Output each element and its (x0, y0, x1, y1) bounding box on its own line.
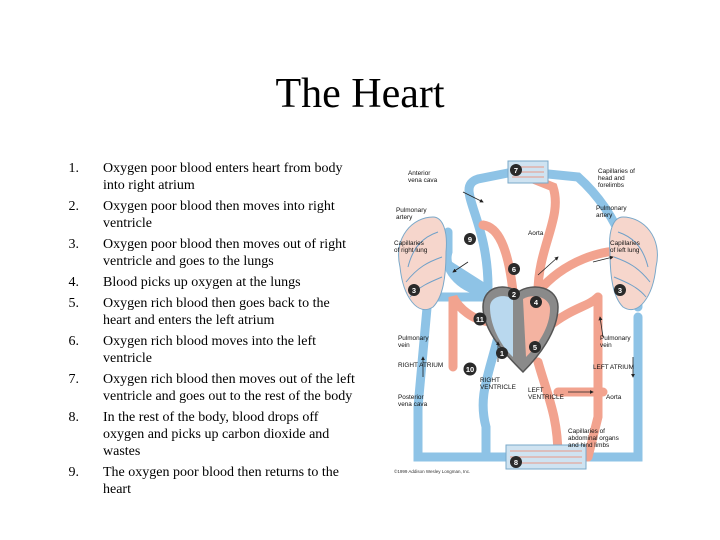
step-marker: 4 (530, 296, 542, 308)
label-anterior-vena-cava: Anterior (408, 170, 431, 177)
svg-text:3: 3 (412, 286, 416, 295)
copyright-text: ©1999 Addison Wesley Longman, Inc. (394, 468, 470, 474)
label-pulmonary-artery-left: Pulmonary (396, 207, 427, 214)
label-capillaries-head: Capillaries of (598, 168, 635, 175)
svg-text:10: 10 (466, 365, 474, 374)
left-lung-capillaries (609, 216, 658, 310)
abdominal-capillaries (505, 444, 587, 470)
label-capillaries-left-lung: Capillaries (610, 240, 640, 247)
step-text: The oxygen poor blood then returns to th… (103, 465, 340, 497)
step-text: Blood picks up oxygen at the lungs (103, 275, 301, 290)
steps-list: 1. Oxygen poor blood enters heart from bo… (55, 160, 355, 502)
step-marker: 11 (473, 312, 487, 326)
step-number: 3. (68, 237, 80, 252)
label-pulmonary-vein-right: Pulmonary (600, 335, 631, 342)
svg-text:2: 2 (512, 290, 516, 299)
step-marker: 1 (496, 347, 508, 359)
step-marker: 7 (510, 164, 522, 176)
list-item: 4. Blood picks up oxygen at the lungs (55, 274, 355, 291)
label-left-ventricle: LEFT (528, 387, 544, 394)
label-capillaries-abdominal: Capillaries of (568, 428, 605, 435)
label-left-atrium: LEFT ATRIUM (593, 364, 634, 371)
step-number: 9. (68, 465, 80, 480)
step-marker: 3 (614, 284, 626, 296)
step-number: 5. (68, 296, 80, 311)
label-aorta-top: Aorta (528, 230, 544, 237)
list-item: 9. The oxygen poor blood then returns to … (55, 464, 355, 498)
step-marker: 3 (408, 284, 420, 296)
label-pulmonary-vein-left: Pulmonary (398, 335, 429, 342)
step-marker: 8 (510, 456, 522, 468)
step-markers: 7 9 6 3 2 4 3 11 1 5 10 8 (408, 164, 626, 468)
label-right-atrium: RIGHT ATRIUM (398, 362, 443, 369)
step-marker: 10 (463, 362, 477, 376)
list-item: 6. Oxygen rich blood moves into the left … (55, 333, 355, 367)
step-marker: 2 (508, 288, 520, 300)
step-number: 1. (68, 161, 80, 176)
step-text: Oxygen poor blood enters heart from body… (103, 161, 343, 193)
right-lung-capillaries (398, 216, 447, 310)
list-item: 8. In the rest of the body, blood drops o… (55, 409, 355, 460)
step-text: Oxygen rich blood moves into the left ve… (103, 334, 317, 366)
svg-text:9: 9 (468, 235, 472, 244)
list-item: 3. Oxygen poor blood then moves out of ri… (55, 236, 355, 270)
list-item: 2. Oxygen poor blood then moves into righ… (55, 198, 355, 232)
step-text: Oxygen poor blood then moves into right … (103, 199, 335, 231)
svg-text:11: 11 (476, 315, 484, 324)
step-text: Oxygen rich blood then goes back to the … (103, 296, 330, 328)
page-title: The Heart (275, 71, 445, 117)
step-text: Oxygen poor blood then moves out of righ… (103, 237, 347, 269)
step-number: 7. (68, 372, 80, 387)
step-number: 4. (68, 275, 80, 290)
svg-text:5: 5 (533, 343, 537, 352)
step-number: 6. (68, 334, 80, 349)
list-item: 1. Oxygen poor blood enters heart from bo… (55, 160, 355, 194)
flow-arrows (421, 191, 635, 394)
step-marker: 9 (464, 233, 476, 245)
step-marker: 5 (529, 341, 541, 353)
step-number: 8. (68, 410, 80, 425)
svg-text:7: 7 (514, 166, 518, 175)
svg-text:3: 3 (618, 286, 622, 295)
step-marker: 6 (508, 263, 520, 275)
svg-text:4: 4 (534, 298, 539, 307)
step-number: 2. (68, 199, 80, 214)
svg-text:8: 8 (514, 458, 518, 467)
label-right-ventricle: RIGHT (480, 377, 500, 384)
label-pulmonary-artery-right: Pulmonary (596, 205, 627, 212)
label-capillaries-right-lung: Capillaries (394, 240, 424, 247)
svg-text:1: 1 (500, 349, 504, 358)
label-aorta-bottom: Aorta (606, 394, 622, 401)
list-item: 7. Oxygen rich blood then moves out of th… (55, 371, 355, 405)
list-item: 5. Oxygen rich blood then goes back to th… (55, 295, 355, 329)
step-text: In the rest of the body, blood drops off… (103, 410, 330, 459)
step-text: Oxygen rich blood then moves out of the … (103, 372, 355, 404)
label-posterior-vena-cava: Posterior (398, 394, 424, 401)
svg-text:6: 6 (512, 265, 516, 274)
